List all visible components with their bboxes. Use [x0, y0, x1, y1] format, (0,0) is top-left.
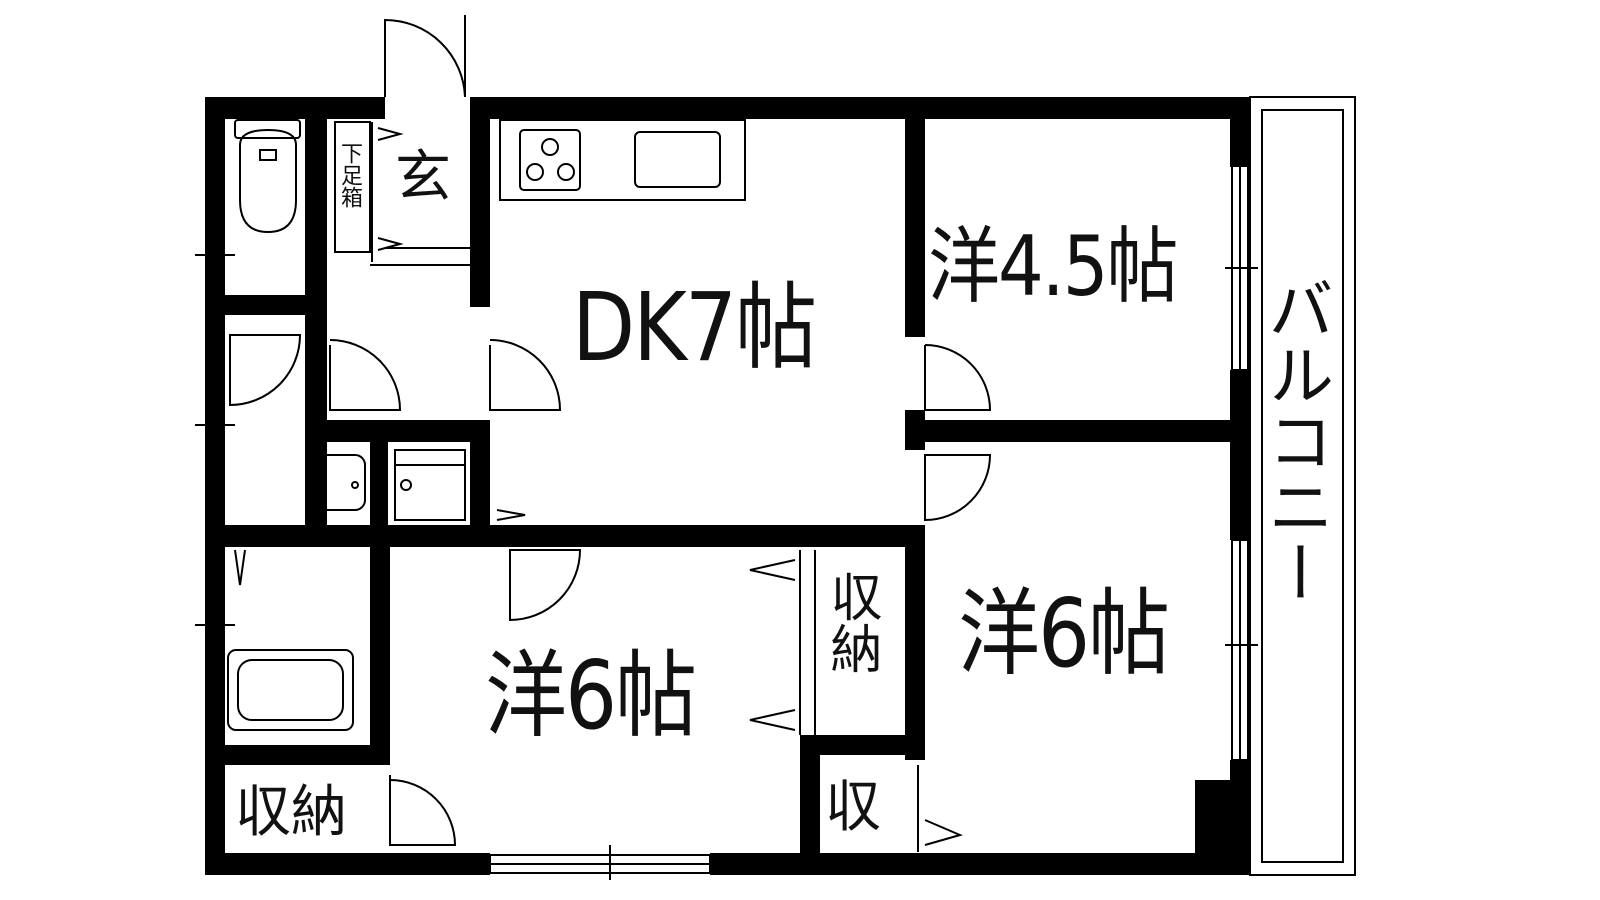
wall-45-bottom [905, 420, 1245, 442]
small-storage-door[interactable] [924, 819, 963, 846]
kitchen-counter [499, 119, 746, 201]
wall-dk-right-mid [905, 410, 925, 450]
wall-right-mid [1230, 370, 1250, 540]
label-storage-bottom-left: 収納 [235, 780, 347, 845]
door-toilet[interactable] [229, 334, 302, 407]
sink [634, 131, 721, 188]
balcony-inner [1261, 109, 1344, 863]
front-door[interactable] [384, 18, 466, 98]
room-label-entrance: 玄 [395, 145, 451, 210]
shoe-box [334, 121, 371, 253]
label-closet: 収納 [821, 570, 881, 674]
bathtub [227, 649, 354, 731]
washroom-step [496, 509, 526, 521]
room-label-western-45: 洋4.5帖 [928, 218, 1179, 315]
wall-bottom-right [710, 853, 1250, 875]
wall-left [205, 97, 225, 875]
wall-dk-right-top [905, 97, 925, 337]
stove [519, 129, 581, 191]
entry-step-arrow [377, 127, 404, 141]
room-label-western-6-right: 洋6帖 [958, 579, 1170, 690]
door-hall[interactable] [329, 339, 402, 411]
washing-machine [394, 449, 466, 521]
wall-closet-right [905, 525, 925, 760]
wall-top-main [470, 97, 1250, 119]
wall-closet-bottom [800, 735, 925, 755]
wall-right-top [1230, 97, 1250, 167]
fixtures [195, 15, 1356, 880]
wall-entry-right-top [470, 97, 490, 307]
wall-toilet-right [305, 97, 327, 439]
door-6-right[interactable] [924, 454, 992, 522]
door-storage-bl[interactable] [389, 775, 457, 846]
closet-slide-top[interactable] [749, 559, 796, 581]
wall-entry-right-bottom [470, 420, 490, 530]
toilet-tank [234, 119, 301, 139]
wash-basin [314, 454, 366, 511]
door-6-left[interactable] [509, 549, 582, 622]
walls [205, 97, 1250, 875]
toilet-bowl [239, 128, 297, 234]
label-storage-small: 収 [825, 775, 881, 840]
wall-bath-right [370, 525, 390, 765]
closet-slide-bottom[interactable] [749, 709, 796, 731]
room-label-dk: DK7帖 [572, 273, 817, 384]
wall-dk-bottom [580, 525, 910, 547]
balcony-outline [1249, 96, 1356, 876]
door-45[interactable] [924, 344, 992, 411]
wall-bottom-left [205, 853, 490, 875]
wall-hall-bottom [305, 420, 490, 442]
label-balcony: バルコニー [1257, 275, 1334, 605]
wall-bath-bottom [205, 745, 390, 765]
wall-washroom-divider [370, 440, 388, 545]
wall-top-left [205, 97, 385, 119]
wall-toilet-bottom [205, 295, 325, 315]
column-block [1195, 780, 1250, 875]
label-shoe-box: 下足箱 [337, 142, 362, 208]
wall-bath-top [205, 525, 595, 547]
bath-door-mark [234, 549, 246, 586]
door-dk[interactable] [489, 339, 562, 411]
wall-small-storage-left [800, 735, 820, 875]
room-label-western-6-left: 洋6帖 [485, 641, 697, 752]
